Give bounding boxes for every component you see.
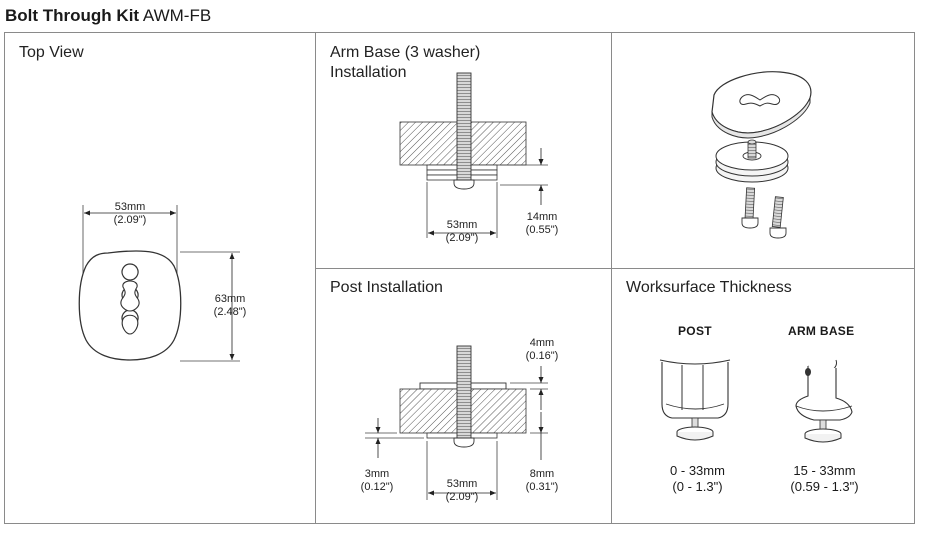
top-view-height-dim: 63mm(2.48") — [213, 293, 247, 318]
top-view-title: Top View — [19, 44, 84, 61]
page-title: Bolt Through Kit AWM-FB — [5, 6, 211, 26]
arm-base-height-dim: 14mm(0.55") — [525, 211, 559, 236]
top-view-drawing — [78, 205, 240, 362]
post-right-dim: 8mm(0.31") — [525, 468, 559, 493]
bolt-slot — [120, 280, 140, 335]
arm-base-width-dim: 53mm(2.09") — [445, 219, 479, 244]
post-top-dim: 4mm(0.16") — [525, 337, 559, 362]
post-width-dim: 53mm(2.09") — [445, 478, 479, 503]
arm-base-heading: ARM BASE — [788, 324, 855, 338]
title-model: AWM-FB — [142, 6, 212, 25]
divider-h — [315, 268, 915, 269]
title-bold: Bolt Through Kit — [5, 6, 140, 25]
worksurface-title: Worksurface Thickness — [626, 279, 792, 296]
top-view-width-dim: 53mm(2.09") — [113, 201, 147, 226]
arm-base-range: 15 - 33mm(0.59 - 1.3") — [790, 463, 859, 494]
post-install-title: Post Installation — [330, 279, 443, 296]
post-left-dim: 3mm(0.12") — [360, 468, 394, 493]
post-range: 0 - 33mm(0 - 1.3") — [670, 463, 725, 494]
diagram-frame — [4, 32, 915, 524]
divider-v2 — [611, 32, 612, 524]
post-heading: POST — [678, 324, 712, 338]
arm-base-title: Arm Base (3 washer)Installation — [330, 44, 481, 81]
divider-v1 — [315, 32, 316, 524]
